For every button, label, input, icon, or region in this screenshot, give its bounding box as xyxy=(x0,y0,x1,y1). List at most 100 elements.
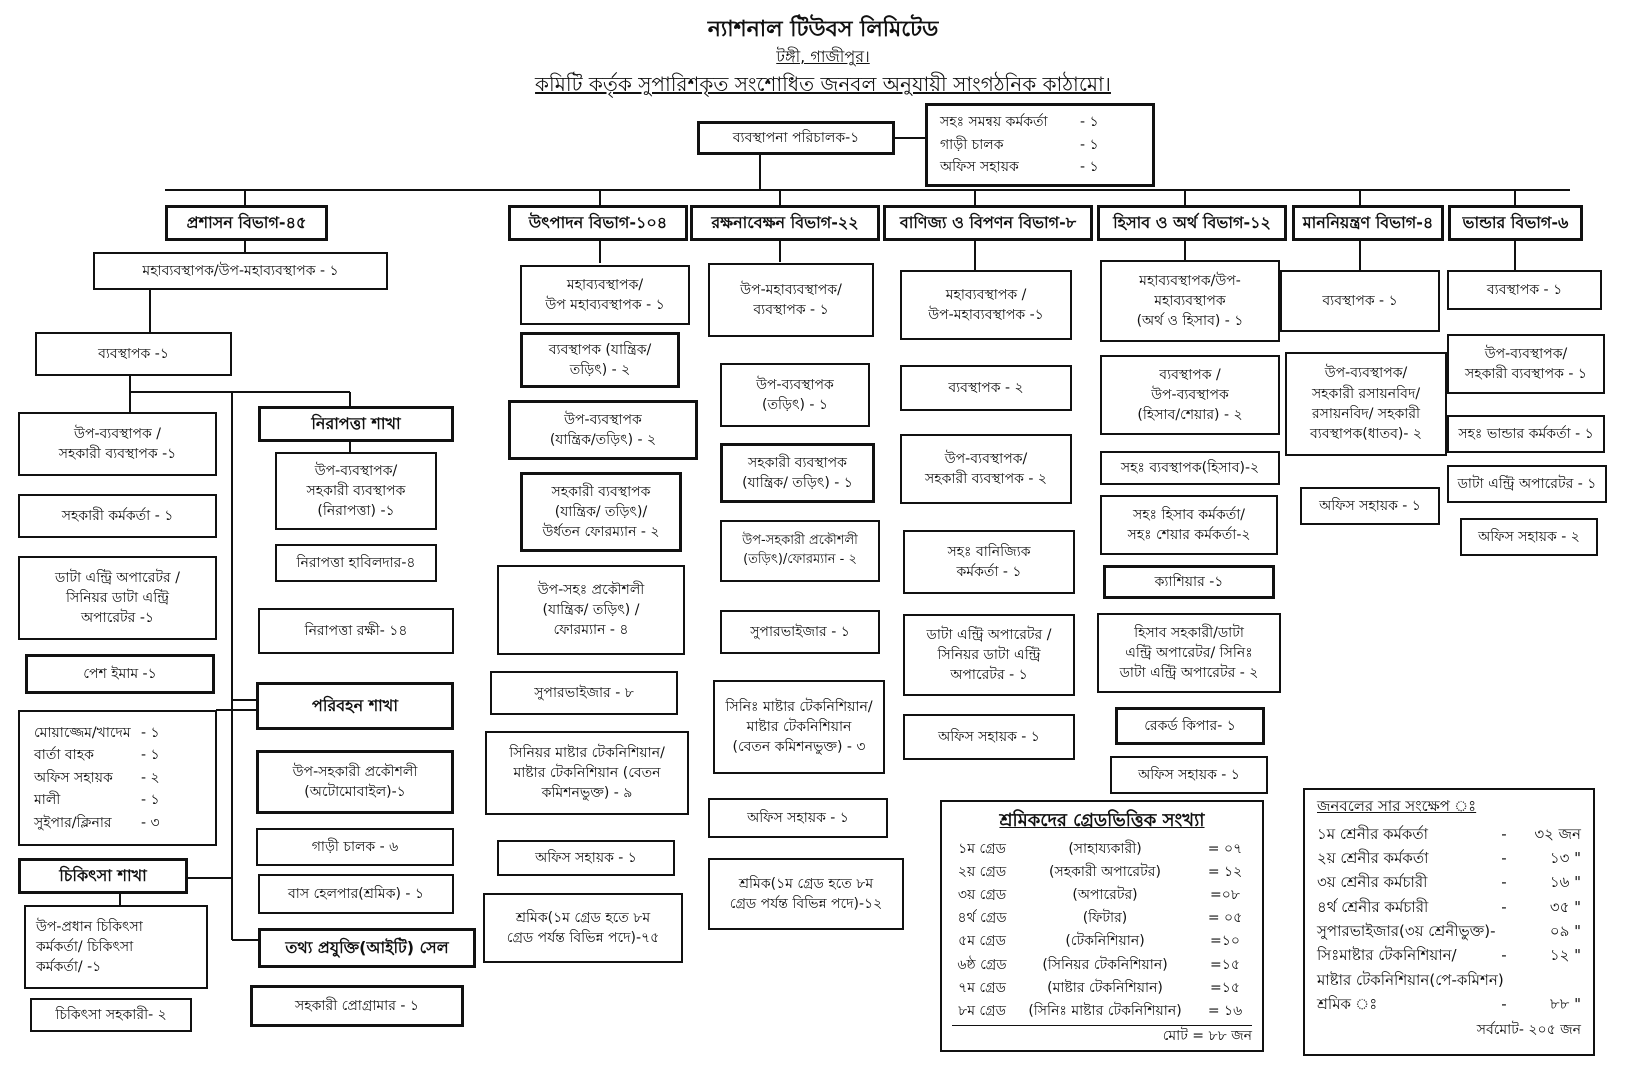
dept-store-title: ভান্ডার বিভাগ-৬ xyxy=(1448,205,1583,241)
dept-maintenance-title-text: রক্ষনাবেক্ষন বিভাগ-২২ xyxy=(711,213,859,233)
admin-officer-text: সহকারী কর্মকর্তা - ১ xyxy=(61,507,174,524)
transport-driver-box: গাড়ী চালক - ৬ xyxy=(256,828,454,866)
maintenance-line: সহকারী ব্যবস্থাপক xyxy=(748,454,847,471)
summary-label: ৩য় শ্রেনীর কর্মচারী xyxy=(1317,873,1428,892)
accounts-line: (অর্থ ও হিসাব) - ১ xyxy=(1136,313,1244,330)
admin-misc-value: - ৩ xyxy=(141,814,160,831)
admin-misc-label: মালী xyxy=(34,792,61,809)
accounts-box: সহঃ ব্যবস্থাপক(হিসাব)-২ xyxy=(1100,451,1280,485)
store-line: ব্যবস্থাপক - ১ xyxy=(1486,281,1563,298)
admin-manager-text: ব্যবস্থাপক -১ xyxy=(98,345,169,362)
dept-maintenance-title: রক্ষনাবেক্ষন বিভাগ-২২ xyxy=(690,205,880,241)
accounts-line: রেকর্ড কিপার- ১ xyxy=(1144,717,1236,734)
store-box: ব্যবস্থাপক - ১ xyxy=(1447,270,1602,310)
security-branch-title: নিরাপত্তা শাখা xyxy=(258,406,454,442)
quality-line: উপ-ব্যবস্থাপক/ xyxy=(1324,365,1408,382)
transport-engineer-line: (অটোমোবাইল)-১ xyxy=(304,784,406,800)
commerce-line: সহঃ বানিজ্যিক xyxy=(947,543,1031,560)
it-cell-title-text: তথ্য প্রযুক্তি(আইটি) সেল xyxy=(285,938,449,958)
admin-misc-row: মোয়াজ্জেম/খাদেম- ১ xyxy=(34,722,201,744)
medical-officer-box: উপ-প্রধান চিকিৎসা কর্মকর্তা/ চিকিৎসা কর্… xyxy=(24,905,208,989)
production-line: উপ মহাব্যবস্থাপক - ১ xyxy=(545,297,665,313)
transport-helper-text: বাস হেলপার(শ্রমিক) - ১ xyxy=(288,885,424,902)
grade-count: =১০ xyxy=(1210,933,1240,950)
grade-row: ১ম গ্রেড(সাহায্যকারী)= ০৭ xyxy=(952,838,1252,861)
accounts-box: সহঃ হিসাব কর্মকর্তা/ সহঃ শেয়ার কর্মকর্তা… xyxy=(1100,495,1278,555)
production-box: সিনিয়র মাষ্টার টেকনিশিয়ান/মাষ্টার টেকন… xyxy=(485,731,689,815)
maintenance-box: সহকারী ব্যবস্থাপক(যান্ত্রিক/ তড়িৎ) - ১ xyxy=(720,443,875,503)
accounts-line: সহঃ শেয়ার কর্মকর্তা-২ xyxy=(1127,527,1251,543)
admin-dm-line: উপ-ব্যবস্থাপক / xyxy=(74,425,161,442)
summary-dash: - xyxy=(1501,994,1507,1013)
accounts-line: সহঃ হিসাব কর্মকর্তা/ xyxy=(1132,506,1246,523)
summary-count: ১২ " xyxy=(1549,946,1581,965)
summary-count: ৩২ জন xyxy=(1534,824,1581,843)
store-box: ডাটা এন্ট্রি অপারেটর - ১ xyxy=(1447,465,1607,503)
grade-title: (সিনিঃ মাষ্টার টেকনিশিয়ান) xyxy=(1028,1002,1182,1019)
production-line: সুপারভাইজার - ৮ xyxy=(534,684,634,701)
grades-rows: ১ম গ্রেড(সাহায্যকারী)= ০৭ ২য় গ্রেড (সহকার… xyxy=(952,838,1252,1023)
manpower-summary: জনবলের সার সংক্ষেপ ঃ ১ম শ্রেনীর কর্মকর্ত… xyxy=(1303,788,1595,1056)
maintenance-line: (তড়িৎ) - ১ xyxy=(762,397,828,413)
commerce-line: উপ-ব্যবস্থাপক/ xyxy=(944,450,1028,467)
transport-branch-title: পরিবহন শাখা xyxy=(256,682,454,730)
maintenance-box: সিনিঃ মাষ্টার টেকনিশিয়ান/মাষ্টার টেকনিশ… xyxy=(713,680,885,774)
summary-row: মাষ্টার টেকনিশিয়ান(পে-কমিশন) xyxy=(1317,968,1581,992)
grade-title: (টেকনিশিয়ান) xyxy=(1065,933,1145,950)
production-line: মাষ্টার টেকনিশিয়ান (বেতন xyxy=(513,764,661,781)
grade-row: ৮ম গ্রেড(সিনিঃ মাষ্টার টেকনিশিয়ান)= ১৬ xyxy=(952,1000,1252,1023)
maintenance-box: উপ-মহাব্যবস্থাপক/ব্যবস্থাপক - ১ xyxy=(708,263,874,337)
maintenance-box: অফিস সহায়ক - ১ xyxy=(708,798,888,838)
production-box: সহকারী ব্যবস্থাপক(যান্ত্রিক/ তড়িৎ)/উর্ধ… xyxy=(520,472,682,552)
production-line: শ্রমিক(১ম গ্রেড হতে ৮ম xyxy=(515,909,651,926)
admin-imam-box: পেশ ইমাম -১ xyxy=(25,654,215,694)
production-line: উপ-সহঃ প্রকৌশলী xyxy=(537,581,645,598)
admin-misc-box: মোয়াজ্জেম/খাদেম- ১ বার্তা বাহক- ১ অফিস … xyxy=(18,710,217,846)
accounts-line: সহঃ ব্যবস্থাপক(হিসাব)-২ xyxy=(1120,459,1260,476)
grade-title: (সহকারী অপারেটর) xyxy=(1049,864,1161,881)
maintenance-box: উপ-সহকারী প্রকৌশলী(তড়িৎ)/ফোরম্যান - ২ xyxy=(720,520,880,582)
md-label: ব্যবস্থাপনা পরিচালক-১ xyxy=(732,129,860,146)
grade-level: ২য় গ্রেড xyxy=(957,864,1007,881)
commerce-box: সহঃ বানিজ্যিক কর্মকর্তা - ১ xyxy=(903,530,1075,594)
grade-title: (সিনিয়র টেকনিশিয়ান) xyxy=(1042,956,1168,973)
security-dm-line: সহকারী ব্যবস্থাপক xyxy=(306,482,406,499)
store-box: সহঃ ভান্ডার কর্মকর্তা - ১ xyxy=(1447,415,1605,453)
grade-count: =১৫ xyxy=(1210,979,1240,996)
quality-box: উপ-ব্যবস্থাপক/সহকারী রসায়নবিদ/রসায়নবিদ… xyxy=(1285,352,1447,456)
summary-count: ৩৫ " xyxy=(1549,897,1581,916)
admin-misc-row: মালী- ১ xyxy=(34,789,201,811)
admin-imam-text: পেশ ইমাম -১ xyxy=(83,665,157,682)
it-programmer-box: সহকারী প্রোগ্রামার - ১ xyxy=(250,985,464,1027)
md-staff-value: - ১ xyxy=(1080,159,1099,176)
production-box: অফিস সহায়ক - ১ xyxy=(497,840,675,876)
summary-label: ২য় শ্রেনীর কর্মকর্তা xyxy=(1317,849,1429,868)
medical-officer-line: উপ-প্রধান চিকিৎসা xyxy=(36,918,143,935)
dept-commerce-title-text: বাণিজ্য ও বিপণন বিভাগ-৮ xyxy=(899,213,1077,233)
production-line: সিনিয়র মাষ্টার টেকনিশিয়ান/ xyxy=(509,744,665,761)
summary-label: সুপারভাইজার(৩য় শ্রেনীভুক্ত)- xyxy=(1317,921,1496,940)
production-box: সুপারভাইজার - ৮ xyxy=(490,671,678,715)
md-staff-row: সহঃ সমন্বয় কর্মকর্তা- ১ xyxy=(940,111,1140,133)
md-staff-value: - ১ xyxy=(1080,114,1099,131)
summary-row: ২য় শ্রেনীর কর্মকর্তা-১৩ " xyxy=(1317,846,1581,870)
admin-gm-box: মহাব্যবস্থাপক/উপ-মহাব্যবস্থাপক - ১ xyxy=(93,252,388,290)
security-branch-title-text: নিরাপত্তা শাখা xyxy=(311,414,401,434)
admin-dm-line: সহকারী ব্যবস্থাপক -১ xyxy=(58,446,177,462)
grade-row: ৭ম গ্রেড(মাষ্টার টেকনিশিয়ান)=১৫ xyxy=(952,977,1252,1000)
commerce-line: কর্মকর্তা - ১ xyxy=(956,564,1022,580)
commerce-box: মহাব্যবস্থাপক /উপ-মহাব্যবস্থাপক -১ xyxy=(900,270,1072,340)
grade-row: ৪র্থ গ্রেড(ফিটার)= ০৫ xyxy=(952,907,1252,930)
commerce-box: ব্যবস্থাপক - ২ xyxy=(900,365,1072,411)
grade-row: ৬ষ্ঠ গ্রেড(সিনিয়র টেকনিশিয়ান)=১৫ xyxy=(952,954,1252,977)
grade-level: ৫ম গ্রেড xyxy=(958,933,1006,950)
chart-subtitle: কমিটি কর্তৃক সুপারিশকৃত সংশোধিত জনবল অনু… xyxy=(535,72,1111,96)
security-havildar-box: নিরাপত্তা হাবিলদার-৪ xyxy=(275,544,437,582)
grade-title: (সাহায্যকারী) xyxy=(1068,841,1142,858)
dept-accounts-title-text: হিসাব ও অর্থ বিভাগ-১২ xyxy=(1113,213,1271,233)
summary-dash: - xyxy=(1501,849,1507,868)
admin-misc-value: - ১ xyxy=(141,725,160,742)
grades-total: মোট = ৮৮ জন xyxy=(1162,1027,1252,1044)
maintenance-line: গ্রেড পর্যন্ত বিভিন্ন পদে)-১২ xyxy=(729,896,883,912)
